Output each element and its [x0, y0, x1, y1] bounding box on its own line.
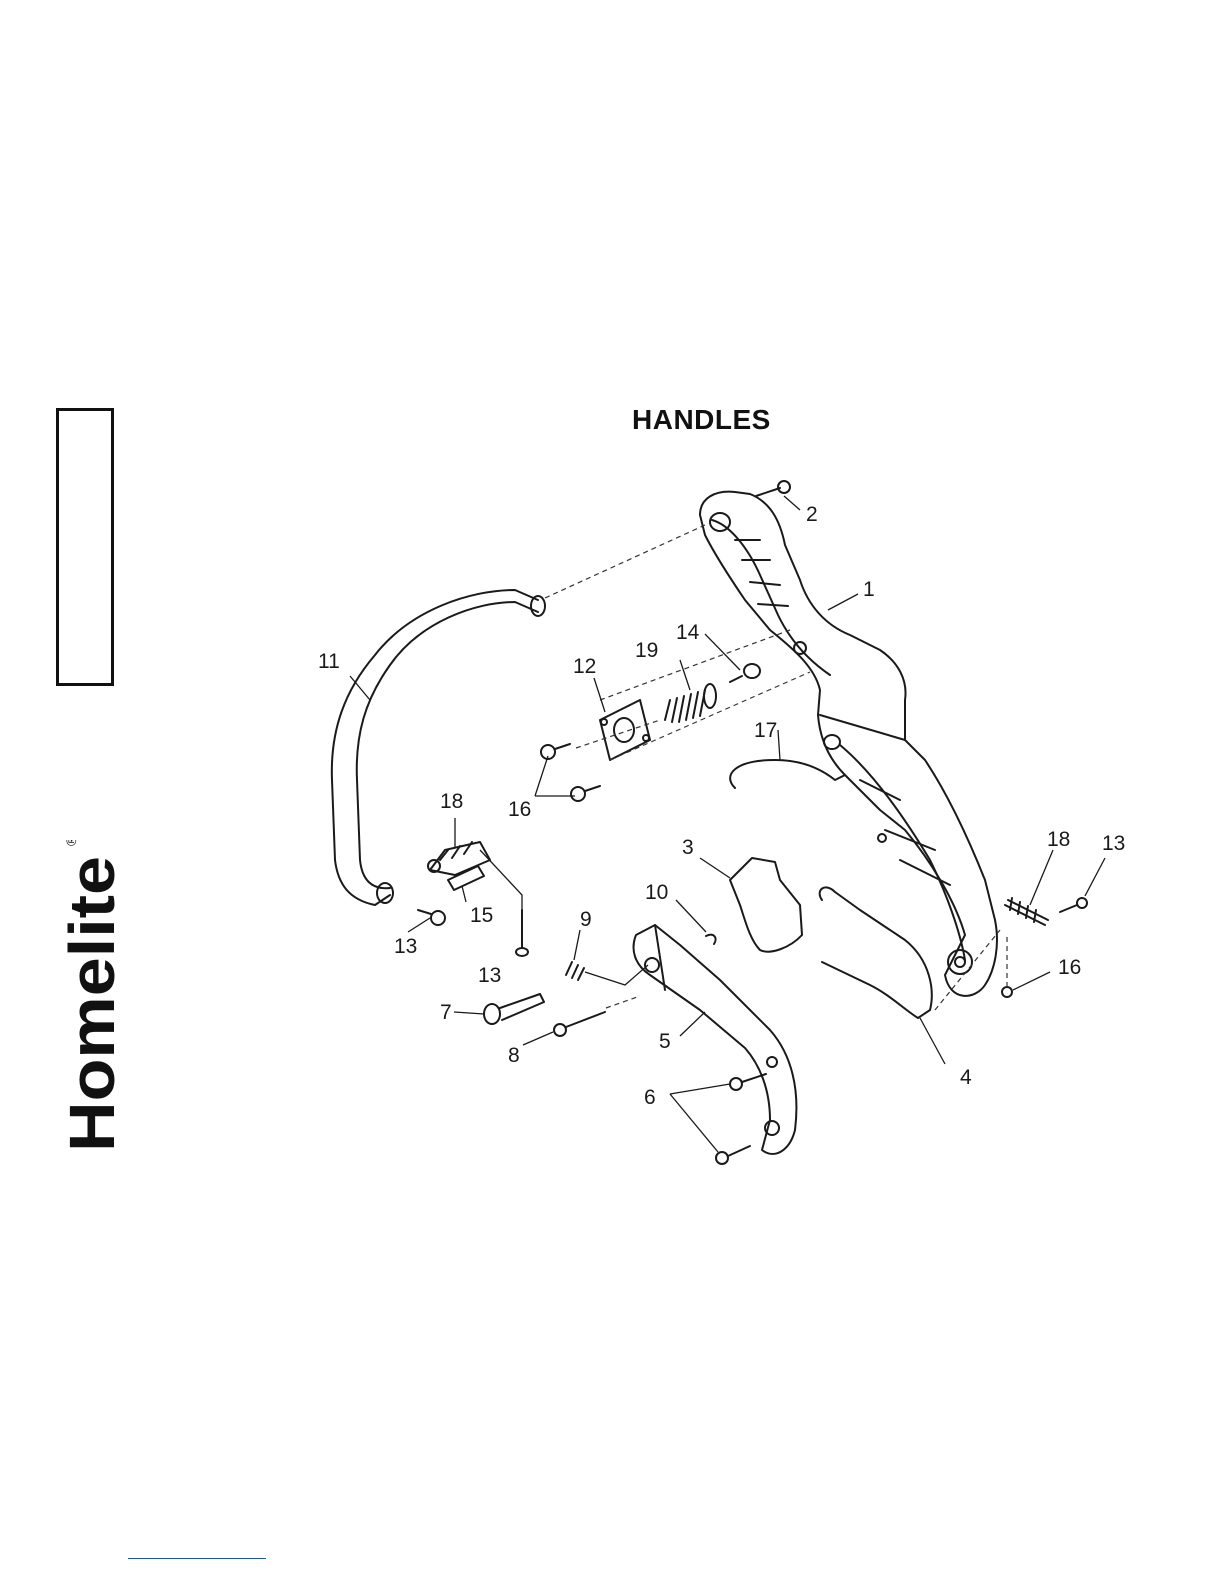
pin-part-7 [484, 994, 544, 1024]
callout-8: 8 [508, 1044, 520, 1067]
screws-part-16 [541, 744, 600, 801]
gasket-plate-part-12 [600, 700, 650, 760]
lever-part-3 [730, 858, 802, 952]
callout-17: 17 [754, 719, 777, 742]
callout-10: 10 [645, 881, 668, 904]
trigger-handle-part-5 [634, 925, 797, 1154]
callout-16-left: 16 [508, 798, 531, 821]
callout-6: 6 [644, 1086, 656, 1109]
wire-part-17 [730, 760, 845, 788]
callout-14: 14 [676, 621, 700, 644]
callout-12: 12 [573, 655, 596, 678]
screws-part-6 [716, 1074, 766, 1164]
footer-link-rule [128, 1558, 266, 1559]
callout-18-left: 18 [440, 790, 463, 813]
brake-link-part-4 [820, 887, 932, 1018]
callout-13-middle: 13 [478, 964, 501, 987]
spring-part-9 [566, 962, 584, 980]
callout-16-right: 16 [1058, 956, 1081, 979]
callout-2: 2 [806, 503, 818, 526]
callout-13-left: 13 [394, 935, 417, 958]
callout-19: 19 [635, 639, 658, 662]
nut-part-14 [730, 664, 760, 682]
bolt-part-8 [554, 1012, 605, 1036]
callout-5: 5 [659, 1030, 671, 1053]
callout-13-right: 13 [1102, 832, 1125, 855]
callout-15: 15 [470, 904, 493, 927]
screw-part-2 [756, 481, 790, 496]
spring-right-part-18 [1005, 898, 1048, 925]
callout-18-right: 18 [1047, 828, 1070, 851]
callout-4: 4 [960, 1066, 972, 1089]
callout-7: 7 [440, 1001, 452, 1024]
callout-9: 9 [580, 908, 592, 931]
callout-11: 11 [318, 650, 340, 673]
callout-1: 1 [863, 578, 875, 601]
callout-3: 3 [682, 836, 694, 859]
screw-right-part-16 [1002, 987, 1012, 997]
clip-part-10 [706, 935, 716, 944]
